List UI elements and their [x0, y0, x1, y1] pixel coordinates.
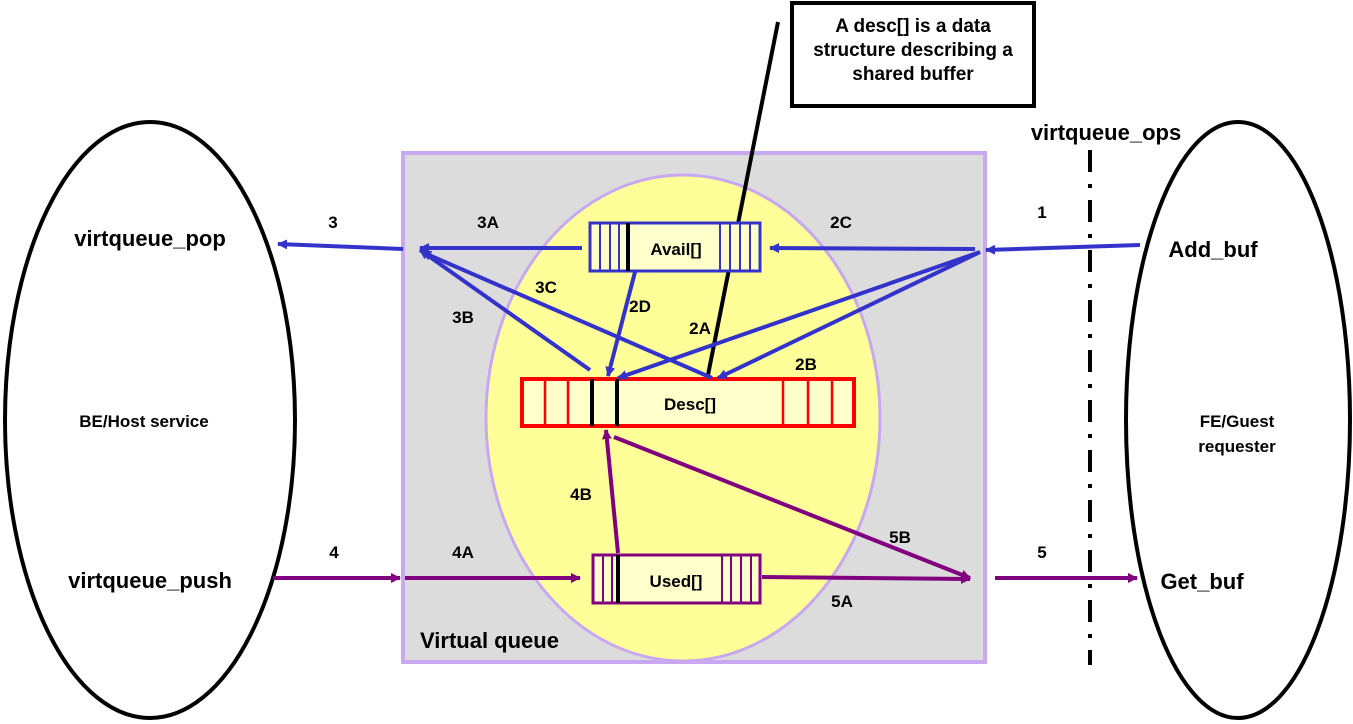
host-service-label: BE/Host service — [79, 412, 208, 431]
arrow-3c — [421, 250, 713, 380]
arrow-3 — [277, 239, 404, 251]
step-4: 4 — [329, 543, 339, 562]
step-5a: 5A — [831, 592, 853, 611]
desc-label: Desc[] — [664, 395, 716, 414]
blue-arrows — [277, 239, 1141, 380]
guest-ellipse — [1124, 120, 1352, 720]
step-4a: 4A — [452, 543, 474, 562]
host-ellipse — [3, 120, 297, 720]
virtual-queue-title: Virtual queue — [420, 628, 559, 653]
arrow-2b — [717, 250, 981, 380]
guest-requester-line1: FE/Guest — [1200, 412, 1275, 431]
callout-text-3: shared buffer — [852, 64, 974, 85]
arrow-2a — [617, 250, 981, 380]
step-3c: 3C — [535, 278, 557, 297]
virtqueue-pop-label: virtqueue_pop — [74, 226, 226, 251]
guest-requester-line2: requester — [1198, 437, 1276, 456]
step-2b: 2B — [795, 355, 817, 374]
arrow-2d — [605, 271, 637, 377]
step-5b: 5B — [889, 528, 911, 547]
step-2d: 2D — [629, 297, 651, 316]
used-ring: Used[] — [591, 553, 762, 605]
step-1: 1 — [1037, 203, 1046, 222]
callout-text-1: A desc[] is a data — [835, 16, 991, 37]
arrow-3b — [418, 248, 592, 372]
callout-text-2: structure describing a — [813, 40, 1013, 61]
callout-box — [790, 1, 1036, 108]
arrow-2c — [769, 243, 976, 254]
virtqueue-push-label: virtqueue_push — [68, 568, 232, 593]
step-4b: 4B — [570, 485, 592, 504]
desc-table: Desc[] — [520, 377, 856, 428]
step-2a: 2A — [689, 319, 711, 338]
step-5: 5 — [1037, 543, 1046, 562]
step-3b: 3B — [452, 308, 474, 327]
arrow-1 — [985, 243, 1141, 255]
used-label: Used[] — [650, 572, 703, 591]
avail-ring: Avail[] — [588, 221, 762, 273]
arrow-5a — [761, 573, 971, 584]
arrow-4b — [601, 429, 620, 554]
add-buf-label: Add_buf — [1168, 237, 1258, 262]
arrow-5b — [613, 435, 971, 580]
step-3: 3 — [328, 213, 337, 232]
avail-label: Avail[] — [650, 240, 701, 259]
virtqueue-ops-label: virtqueue_ops — [1031, 120, 1181, 145]
step-3a: 3A — [477, 213, 499, 232]
callout-pointer — [706, 21, 780, 376]
get-buf-label: Get_buf — [1160, 569, 1244, 594]
purple-arrows — [273, 429, 1138, 584]
step-2c: 2C — [830, 213, 852, 232]
